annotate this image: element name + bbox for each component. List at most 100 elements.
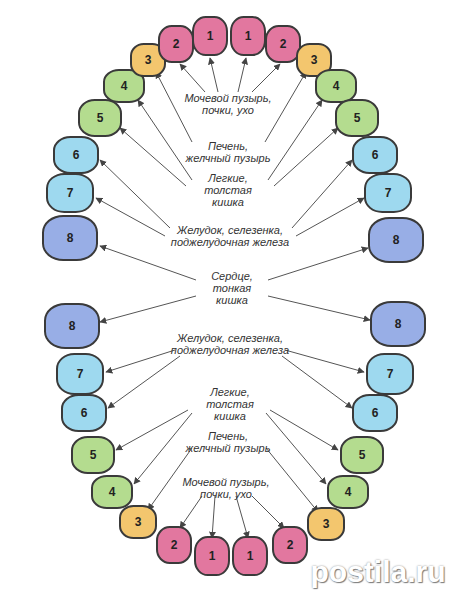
tooth-number: 1 — [245, 29, 252, 43]
tooth-number: 4 — [121, 79, 128, 93]
tooth-number: 2 — [280, 37, 287, 51]
tooth-shape: 7 — [364, 173, 412, 213]
leader-arrow — [212, 496, 215, 538]
tooth-shape: 6 — [53, 136, 99, 174]
leader-arrow — [296, 198, 364, 236]
organ-label: Печень, желчный пузырь — [184, 430, 272, 454]
leader-arrow — [96, 198, 165, 236]
tooth-number: 2 — [173, 37, 180, 51]
tooth-number: 2 — [287, 538, 294, 552]
leader-arrow — [106, 350, 175, 372]
organ-label: Легкие, толстая кишка — [190, 172, 266, 208]
leader-arrow — [156, 72, 192, 142]
leader-arrow — [292, 160, 352, 228]
tooth-number: 7 — [67, 186, 74, 200]
tooth-shape: 2 — [272, 526, 308, 564]
tooth-shape: 4 — [91, 475, 133, 509]
tooth-number: 6 — [81, 406, 88, 420]
leader-arrow — [100, 246, 196, 280]
organ-label: Мочевой пузырь, почки, ухо — [176, 476, 276, 500]
leader-arrow — [116, 410, 188, 450]
leader-arrow — [268, 296, 370, 320]
organ-label: Мочевой пузырь, почки, ухо — [178, 92, 278, 116]
leader-arrow — [210, 58, 218, 92]
tooth-shape: 5 — [71, 436, 115, 474]
tooth-shape: 8 — [368, 217, 424, 263]
tooth-number: 6 — [372, 406, 379, 420]
leader-arrow — [285, 350, 364, 372]
organ-label: Желудок, селезенка, поджелудочная железа — [163, 332, 298, 356]
tooth-shape: 5 — [78, 99, 122, 137]
leader-arrow — [180, 64, 205, 92]
tooth-number: 3 — [145, 53, 152, 67]
leader-arrow — [265, 72, 306, 142]
tooth-shape: 2 — [156, 526, 192, 564]
tooth-number: 2 — [171, 538, 178, 552]
tooth-number: 7 — [387, 367, 394, 381]
tooth-shape: 8 — [44, 303, 100, 349]
tooth-number: 1 — [209, 549, 216, 563]
organ-label: Легкие, толстая кишка — [192, 386, 268, 422]
watermark: postila.ru — [311, 555, 446, 589]
organ-label: Желудок, селезенка, поджелудочная железа — [163, 224, 298, 248]
tooth-number: 5 — [359, 448, 366, 462]
leader-arrow — [100, 296, 196, 322]
tooth-number: 3 — [323, 517, 330, 531]
tooth-number: 8 — [69, 319, 76, 333]
tooth-shape: 7 — [366, 353, 414, 395]
tooth-shape: 4 — [327, 475, 369, 509]
leader-arrow — [274, 128, 338, 186]
leader-arrow — [236, 496, 248, 538]
tooth-shape: 7 — [46, 173, 94, 213]
tooth-number: 8 — [393, 233, 400, 247]
leader-arrow — [266, 413, 326, 484]
tooth-shape: 4 — [315, 69, 357, 103]
tooth-shape: 3 — [119, 505, 157, 539]
tooth-number: 5 — [90, 448, 97, 462]
leader-arrow — [108, 356, 180, 408]
leader-arrow — [134, 413, 192, 484]
tooth-number: 4 — [109, 485, 116, 499]
leader-arrow — [100, 160, 170, 228]
tooth-shape: 1 — [192, 16, 228, 56]
tooth-number: 7 — [77, 367, 84, 381]
tooth-number: 4 — [345, 485, 352, 499]
tooth-shape: 8 — [370, 301, 426, 347]
tooth-shape: 2 — [158, 25, 194, 63]
leader-arrow — [252, 64, 280, 92]
tooth-shape: 1 — [230, 16, 266, 56]
tooth-shape: 1 — [232, 536, 268, 576]
tooth-number: 3 — [311, 53, 318, 67]
tooth-number: 4 — [333, 79, 340, 93]
tooth-shape: 6 — [352, 136, 398, 174]
tooth-number: 8 — [67, 231, 74, 245]
tooth-number: 3 — [135, 515, 142, 529]
tooth-shape: 5 — [335, 99, 379, 137]
tooth-number: 1 — [247, 549, 254, 563]
tooth-number: 5 — [97, 111, 104, 125]
leader-arrow — [252, 496, 284, 528]
leader-arrow — [180, 496, 202, 528]
leader-arrow — [266, 448, 318, 512]
tooth-number: 7 — [385, 186, 392, 200]
leader-arrow — [282, 356, 352, 408]
tooth-shape: 6 — [61, 394, 107, 432]
tooth-shape: 8 — [42, 215, 98, 261]
tooth-shape: 6 — [352, 394, 398, 432]
tooth-shape: 7 — [56, 353, 104, 395]
tooth-shape: 5 — [340, 436, 384, 474]
organ-label: Печень, желчный пузырь — [184, 140, 272, 164]
tooth-number: 6 — [73, 148, 80, 162]
leader-arrow — [120, 128, 186, 186]
organ-label: Сердце, тонкая кишка — [196, 270, 268, 306]
tooth-shape: 3 — [307, 507, 345, 541]
tooth-number: 6 — [372, 148, 379, 162]
leader-arrow — [268, 248, 368, 280]
leader-arrow — [238, 58, 246, 92]
tooth-number: 5 — [354, 111, 361, 125]
leader-arrow — [268, 100, 322, 180]
tooth-number: 8 — [395, 317, 402, 331]
tooth-shape: 1 — [194, 536, 230, 576]
tooth-number: 1 — [207, 29, 214, 43]
